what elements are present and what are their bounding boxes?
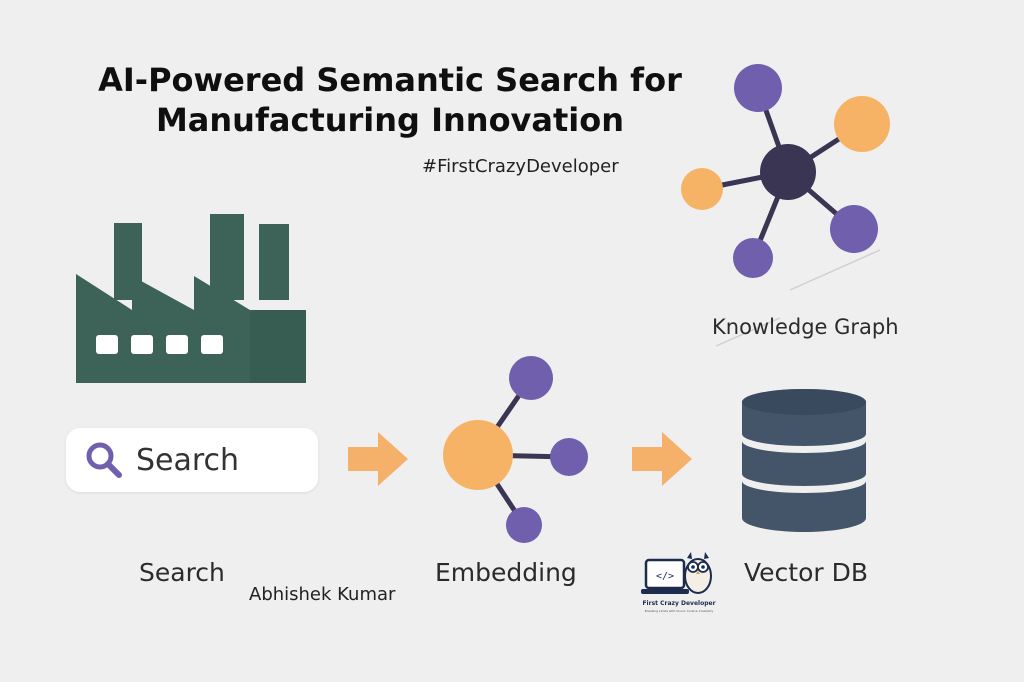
arrow-right-icon [632,432,692,486]
factory-icon [76,214,306,383]
arrow-right-icon [348,432,408,486]
search-box-text: Search [136,442,240,478]
embedding-label: Embedding [435,558,577,587]
author-name: Abhishek Kumar [249,584,396,605]
vector-db-label: Vector DB [744,558,869,587]
logo-name: First Crazy Developer [642,600,716,607]
search-box[interactable]: Search [66,428,318,492]
search-icon [86,442,122,478]
knowledge-graph-label: Knowledge Graph [712,315,899,339]
page-title: AI-Powered Semantic Search for Manufactu… [40,60,740,140]
logo-tagline: Breaking Limits with Cloud, Code & Creat… [644,609,714,613]
laptop-owl-logo-icon: </> [641,552,712,594]
database-icon [742,389,866,532]
hashtag: #FirstCrazyDeveloper [422,156,619,177]
svg-text:</>: </> [656,571,674,582]
title-line-2: Manufacturing Innovation [155,101,625,139]
search-label: Search [139,558,225,587]
title-line-1: AI-Powered Semantic Search for [98,61,682,99]
